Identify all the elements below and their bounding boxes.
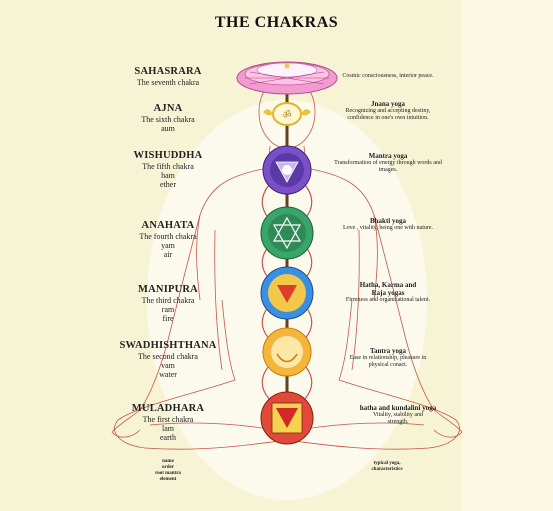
muladhara-symbol [260, 391, 314, 445]
poster-edge [461, 0, 553, 511]
chakra-info-wishuddha: Mantra yoga Transformation of energy thr… [332, 152, 444, 174]
chakra-label-anahata: ANAHATA The fourth chakra yam air [108, 220, 228, 259]
legend-item: root mantra [155, 471, 181, 476]
svg-text:ॐ: ॐ [282, 109, 291, 121]
chakra-element: fire [162, 314, 174, 323]
chakra-yoga: hatha and kundalini yoga [359, 404, 437, 412]
chakra-label-manipura: MANIPURA The third chakra ram fire [108, 284, 228, 323]
chakra-label-swadhishthana: SWADHISHTHANA The second chakra vam wate… [108, 340, 228, 379]
chakra-name: SAHASRARA [134, 66, 202, 77]
legend-item: characteristics [371, 467, 403, 472]
legend-item: order [162, 465, 174, 470]
chakra-order: The fourth chakra [139, 232, 197, 241]
chakra-info-anahata: Bhakti yoga Love , vitality, being one w… [332, 217, 444, 232]
chakra-characteristics: Cosmic consciousness, interior peace. [342, 73, 434, 79]
page-title: THE CHAKRAS [214, 14, 339, 31]
chakra-label-muladhara: MULADHARA The first chakra lam earth [108, 403, 228, 442]
chakra-order: The third chakra [141, 296, 195, 305]
chakra-characteristics: Recognizing and accepting destiny, confi… [345, 108, 431, 121]
chakra-order: The sixth chakra [141, 115, 195, 124]
chakra-label-sahasrara: SAHASRARA The seventh chakra [108, 66, 228, 87]
chakra-characteristics: Transformation of energy through words a… [334, 160, 442, 173]
legend-left: name order root mantra element [138, 459, 198, 483]
chakra-yoga: Bhakti yoga [370, 217, 406, 225]
chakra-info-sahasrara: Cosmic consciousness, interior peace. [332, 73, 444, 80]
chakra-yoga: Hatha, Karma and Raja yogas [359, 281, 417, 297]
ajna-symbol: ॐ [263, 102, 311, 126]
chakra-name: AJNA [153, 103, 183, 114]
chakra-mantra: yam [161, 241, 175, 250]
body-outline [111, 75, 463, 450]
legend-item: name [162, 459, 174, 464]
chakra-label-ajna: AJNA The sixth chakra aum [108, 103, 228, 133]
chakra-element: earth [160, 433, 176, 442]
chakra-characteristics: Love , vitality, being one with nature. [342, 225, 434, 231]
manipura-symbol [260, 266, 314, 320]
chakra-name: MULADHARA [131, 403, 205, 414]
chakra-info-ajna: Jnana yoga Recognizing and accepting des… [332, 100, 444, 122]
chakra-name: ANAHATA [141, 220, 195, 231]
legend-item: typical yoga, [373, 461, 401, 466]
chakra-order: The second chakra [138, 352, 198, 361]
wishuddha-symbol [262, 145, 312, 195]
chakra-element: ether [160, 180, 176, 189]
chakra-mantra: lam [162, 424, 174, 433]
anahata-symbol [260, 206, 314, 260]
chakra-characteristics: Vitality, stability and strength. [372, 412, 424, 425]
chakra-info-muladhara: hatha and kundalini yoga Vitality, stabi… [342, 404, 454, 426]
chakra-info-manipura: Hatha, Karma and Raja yogas Firmness and… [332, 281, 444, 304]
chakra-element: water [159, 370, 177, 379]
chakra-yoga: Mantra yoga [368, 152, 408, 160]
chakra-name: WISHUDDHA [133, 150, 203, 161]
chakra-mantra: aum [161, 124, 175, 133]
chakra-name: MANIPURA [138, 284, 198, 295]
chakra-characteristics: Ease in relationship, pleasure in physic… [349, 355, 427, 368]
chakra-name: SWADHISHTHANA [119, 340, 217, 351]
chakra-order: The first chakra [142, 415, 194, 424]
chakra-yoga: Jnana yoga [370, 100, 406, 108]
chakra-mantra: ham [161, 171, 175, 180]
sahasrara-symbol [236, 61, 338, 95]
swadhishthana-symbol [262, 327, 312, 377]
chakra-order: The seventh chakra [136, 78, 200, 87]
legend-item: element [159, 477, 177, 482]
legend-right: typical yoga, characteristics [352, 461, 422, 473]
chakra-info-swadhishthana: Tantra yoga Ease in relationship, pleasu… [332, 347, 444, 369]
chakra-characteristics: Firmness and organizational talent. [345, 297, 431, 303]
chakra-mantra: vam [161, 361, 175, 370]
chakra-yoga: Tantra yoga [369, 347, 407, 355]
chakra-element: air [163, 250, 173, 259]
chakra-order: The fifth chakra [142, 162, 194, 171]
chakra-label-wishuddha: WISHUDDHA The fifth chakra ham ether [108, 150, 228, 189]
chakra-mantra: ram [161, 305, 175, 314]
